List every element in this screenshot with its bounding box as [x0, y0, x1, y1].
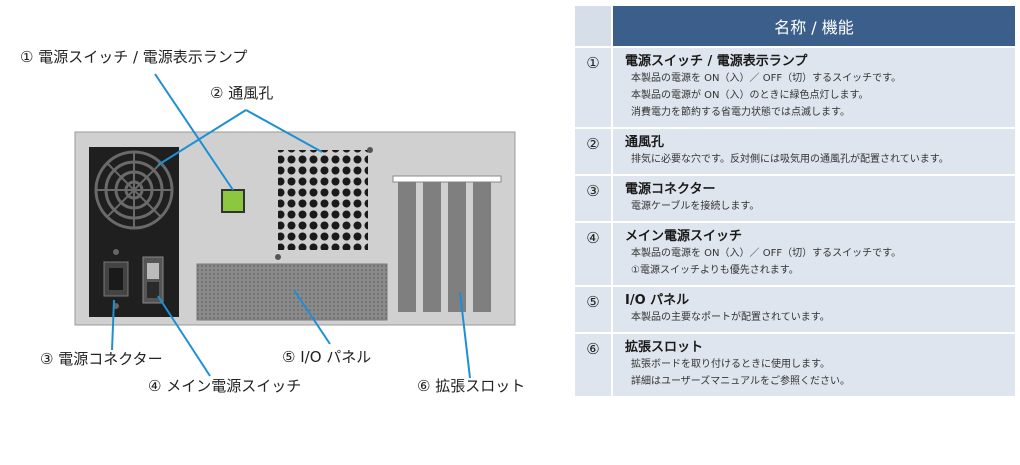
row-number: ②	[575, 127, 612, 175]
fan-grille-icon	[94, 150, 174, 230]
label-expansion-slot: ⑥ 拡張スロット	[417, 377, 525, 395]
row-line: 本製品の電源を ON（入）／ OFF（切）するスイッチです。	[631, 73, 902, 84]
row-description: 通風孔 排気に必要な穴です。反対側には吸気用の通風孔が配置されています。	[611, 127, 1015, 175]
table-header-num-cell	[575, 6, 612, 47]
spec-table: 名称 / 機能 ① 電源スイッチ / 電源表示ランプ 本製品の電源を ON（入）…	[575, 6, 1015, 396]
row-description: 電源コネクター 電源ケーブルを接続します。	[611, 174, 1015, 222]
label-power-switch-lamp: ① 電源スイッチ / 電源表示ランプ	[20, 48, 247, 66]
table-row: ⑥ 拡張スロット 拡張ボードを取り付けるときに使用します。 詳細はユーザーズマニ…	[575, 332, 1015, 396]
back-panel-diagram: ① 電源スイッチ / 電源表示ランプ ② 通風孔 ③ 電源コネクター ④ メイン…	[20, 48, 525, 395]
row-description: 電源スイッチ / 電源表示ランプ 本製品の電源を ON（入）／ OFF（切）する…	[611, 46, 1015, 128]
row-line: 排気に必要な穴です。反対側には吸気用の通風孔が配置されています。	[631, 154, 949, 165]
row-description: メイン電源スイッチ 本製品の電源を ON（入）／ OFF（切）するスイッチです。…	[611, 221, 1015, 286]
table-row: ① 電源スイッチ / 電源表示ランプ 本製品の電源を ON（入）／ OFF（切）…	[575, 46, 1015, 128]
row-title: 電源スイッチ / 電源表示ランプ	[625, 54, 808, 69]
row-line: 消費電力を節約する省電力状態では点滅します。	[631, 107, 850, 118]
power-connector-icon	[103, 249, 129, 309]
row-line: 詳細はユーザーズマニュアルをご参照ください。	[631, 376, 850, 387]
row-line: 電源ケーブルを接続します。	[631, 201, 760, 212]
label-power-connector: ③ 電源コネクター	[40, 350, 163, 368]
leader-lines	[111, 73, 471, 379]
row-line: 本製品の電源を ON（入）／ OFF（切）するスイッチです。	[631, 248, 902, 259]
expansion-slots	[392, 175, 502, 312]
table-row: ④ メイン電源スイッチ 本製品の電源を ON（入）／ OFF（切）するスイッチで…	[575, 221, 1015, 286]
row-title: 通風孔	[625, 135, 665, 150]
row-number: ④	[575, 221, 612, 286]
table-row: ② 通風孔 排気に必要な穴です。反対側には吸気用の通風孔が配置されています。	[575, 127, 1015, 175]
label-main-power-switch: ④ メイン電源スイッチ	[148, 377, 301, 395]
label-io-panel: ⑤ I/O パネル	[282, 348, 371, 366]
power-lamp-icon	[221, 189, 245, 213]
table-header-title: 名称 / 機能	[611, 6, 1015, 47]
row-title: メイン電源スイッチ	[625, 229, 743, 244]
row-number: ③	[575, 174, 612, 222]
label-vent: ② 通風孔	[210, 84, 273, 102]
row-line: ①電源スイッチよりも優先されます。	[631, 265, 799, 276]
row-number: ⑥	[575, 332, 612, 396]
row-description: I/O パネル 本製品の主要なポートが配置されています。	[611, 285, 1015, 333]
row-title: 拡張スロット	[625, 340, 704, 355]
io-panel	[196, 263, 388, 321]
row-line: 本製品の電源が ON（入）のときに緑色点灯します。	[631, 90, 869, 101]
row-title: 電源コネクター	[625, 182, 716, 197]
row-line: 拡張ボードを取り付けるときに使用します。	[631, 359, 830, 370]
row-number: ①	[575, 46, 612, 128]
row-title: I/O パネル	[625, 293, 690, 308]
row-number: ⑤	[575, 285, 612, 333]
table-row: ③ 電源コネクター 電源ケーブルを接続します。	[575, 174, 1015, 222]
row-line: 本製品の主要なポートが配置されています。	[631, 312, 830, 323]
main-power-switch-icon	[142, 256, 164, 304]
row-description: 拡張スロット 拡張ボードを取り付けるときに使用します。 詳細はユーザーズマニュア…	[611, 332, 1015, 396]
vent-holes	[275, 147, 373, 260]
table-row: ⑤ I/O パネル 本製品の主要なポートが配置されています。	[575, 285, 1015, 333]
